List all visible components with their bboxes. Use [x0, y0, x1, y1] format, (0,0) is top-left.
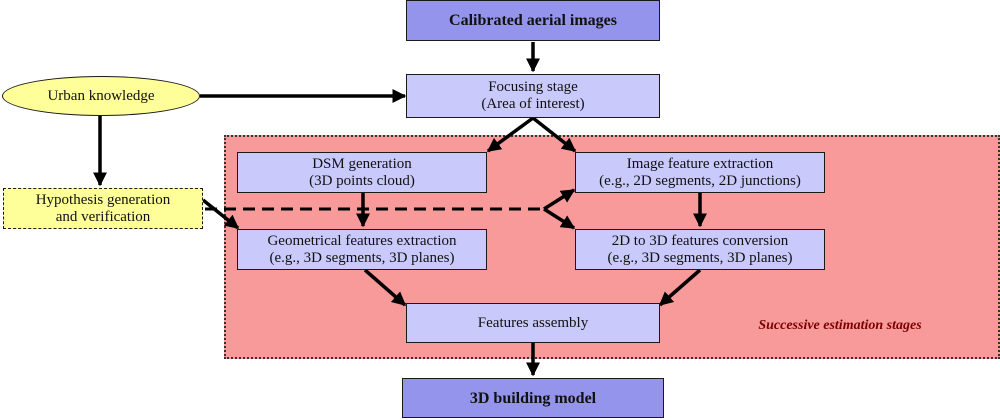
- edge-dashed-split-up: [543, 188, 576, 211]
- dsm-generation-node: DSM generation (3D points cloud): [237, 152, 487, 193]
- dsm-generation-label: DSM generation: [312, 155, 412, 172]
- features-assembly-label: Features assembly: [477, 314, 589, 331]
- features-conversion-label: 2D to 3D features conversion: [611, 232, 789, 249]
- edge-hypothesis-to-geom: [201, 198, 240, 230]
- edge-geom-to-assembly: [363, 268, 407, 307]
- building-model-label: 3D building model: [469, 389, 597, 407]
- edge-conv-to-assembly: [658, 268, 702, 307]
- features-assembly-node: Features assembly: [406, 303, 660, 343]
- region-label: Successive estimation stages: [758, 318, 922, 333]
- hypothesis-label: Hypothesis generation: [35, 191, 171, 208]
- calibrated-images-node: Calibrated aerial images: [406, 0, 660, 41]
- urban-knowledge-node: Urban knowledge: [2, 76, 200, 116]
- calibrated-images-label: Calibrated aerial images: [449, 12, 617, 29]
- hypothesis-node: Hypothesis generation and verification: [3, 188, 203, 229]
- geometrical-features-label: Geometrical features extraction: [267, 232, 457, 249]
- focusing-stage-label: Focusing stage: [488, 79, 578, 95]
- focusing-stage-node: Focusing stage (Area of interest): [406, 74, 660, 118]
- geometrical-features-node: Geometrical features extraction (e.g., 3…: [237, 229, 487, 270]
- image-feature-extraction-node: Image feature extraction (e.g., 2D segme…: [575, 152, 825, 193]
- building-model-node: 3D building model: [402, 378, 664, 418]
- features-conversion-sublabel: (e.g., 3D segments, 3D planes): [607, 249, 793, 266]
- edge-focusing-split-left: [486, 116, 535, 153]
- features-conversion-node: 2D to 3D features conversion (e.g., 3D s…: [575, 229, 825, 270]
- focusing-stage-sublabel: (Area of interest): [481, 96, 585, 112]
- dsm-generation-sublabel: (3D points cloud): [309, 172, 415, 189]
- geometrical-features-sublabel: (e.g., 3D segments, 3D planes): [269, 249, 455, 266]
- image-feature-extraction-sublabel: (e.g., 2D segments, 2D junctions): [599, 172, 801, 189]
- edge-dashed-split-down: [543, 207, 576, 230]
- urban-knowledge-label: Urban knowledge: [47, 87, 155, 104]
- hypothesis-sublabel: and verification: [55, 208, 151, 225]
- edge-focusing-split-right: [531, 116, 577, 153]
- image-feature-extraction-label: Image feature extraction: [626, 155, 774, 172]
